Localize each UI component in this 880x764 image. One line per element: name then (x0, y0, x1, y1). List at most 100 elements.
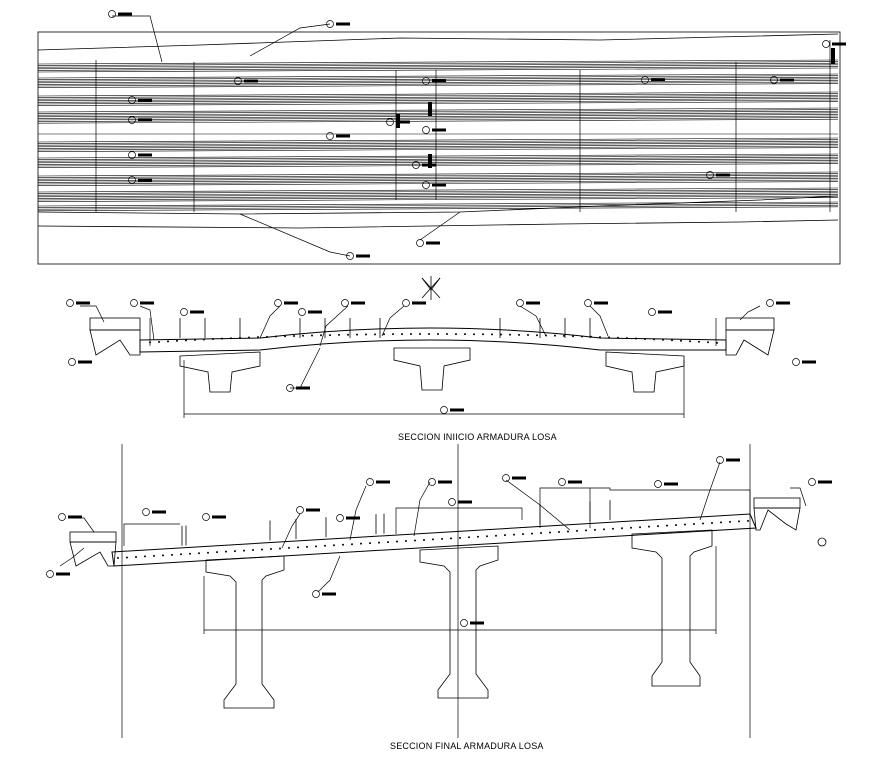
longitudinal-bar (37, 163, 839, 168)
rebar-dots-end (117, 519, 749, 559)
longitudinal-bar (37, 107, 839, 113)
barrier-right-end (753, 497, 801, 509)
rebar-dot (518, 333, 520, 336)
rebar-dot (167, 340, 169, 343)
callout-bubble (286, 384, 294, 392)
rebar-dot (396, 540, 398, 543)
callout-tag (802, 360, 816, 364)
slab-end (111, 513, 757, 567)
longitudinal-bar (37, 110, 839, 116)
longitudinal-bars (37, 59, 839, 212)
callout-tag (138, 178, 152, 182)
longitudinal-bar (37, 178, 839, 183)
longitudinal-bar (37, 112, 839, 118)
longitudinal-bar (37, 115, 839, 121)
longitudinal-bar (37, 67, 839, 73)
callout-tag (356, 254, 370, 258)
rebar-dot (450, 537, 452, 540)
rebar-dot (369, 542, 371, 545)
callout-bubble (402, 299, 410, 307)
rebar-dot (185, 339, 187, 342)
longitudinal-bar (37, 147, 839, 152)
callout-bubble (584, 299, 592, 307)
longitudinal-bar (37, 117, 839, 122)
rebar-dot (293, 334, 295, 337)
callout-tag (818, 480, 832, 484)
rebar-dot (428, 333, 430, 336)
rebar-dot (234, 550, 236, 553)
rebar-dot (486, 535, 488, 538)
rebar-dot (333, 544, 335, 547)
rebar-dot (675, 524, 677, 527)
callout-bubble (808, 478, 816, 486)
rebar-dot (585, 529, 587, 532)
longitudinal-bar (37, 98, 839, 103)
callout-bubble (130, 299, 138, 307)
longitudinal-bar (37, 96, 839, 102)
callout-tag (76, 301, 90, 305)
rebar-dot (491, 333, 493, 336)
rebar-dot (626, 337, 628, 340)
callout-tag (56, 572, 70, 576)
rebar-dot (716, 341, 718, 344)
rebar-dot (527, 334, 529, 337)
callout-tag (351, 301, 365, 305)
callout-tag (336, 22, 350, 26)
callout-tag (432, 79, 446, 83)
rebar-dot (189, 552, 191, 555)
callout-tag (68, 515, 82, 519)
callout-tag (832, 42, 846, 46)
rebar-dot (248, 336, 250, 339)
rebar-dot (306, 545, 308, 548)
callout-tag (432, 183, 446, 187)
callout-bubble (296, 506, 304, 514)
rebar-dot (158, 340, 160, 343)
callout-bubble (128, 116, 136, 124)
callout-tag (568, 480, 582, 484)
rebar-dot (257, 336, 259, 339)
longitudinal-bar (37, 137, 839, 143)
callout-bubble (460, 619, 468, 627)
rebar-dot (495, 534, 497, 537)
callout-bubble (346, 252, 354, 260)
longitudinal-bar (37, 160, 839, 165)
rebar-dot (383, 333, 385, 336)
callout-tag (438, 480, 452, 484)
rebar-dot (698, 340, 700, 343)
rebar-dot (666, 524, 668, 527)
rebar-dot (225, 550, 227, 553)
callout-bubble (180, 308, 188, 316)
rebar-dot (144, 555, 146, 558)
rebar-dot (360, 542, 362, 545)
callout-bubble (128, 96, 136, 104)
plan-bottom-edge (37, 195, 839, 215)
callout-bubble (502, 474, 510, 482)
rebar-dot (252, 549, 254, 552)
longitudinal-bar (37, 99, 839, 105)
callout-tag (450, 408, 464, 412)
callout-bubble (706, 171, 714, 179)
rebar-dot (347, 333, 349, 336)
callout-bubble (274, 299, 282, 307)
rebar-dot (387, 541, 389, 544)
callout-bubble (46, 570, 54, 578)
rebar-dot (374, 333, 376, 336)
rebar-dot (203, 338, 205, 341)
callout-bubble (298, 308, 306, 316)
callout-bubble (202, 513, 210, 521)
callout-bubble (648, 308, 656, 316)
rebar-dot (513, 533, 515, 536)
rebar-dot (603, 528, 605, 531)
longitudinal-bar (37, 189, 839, 194)
rebar-dot (707, 341, 709, 344)
rebar-dot (243, 549, 245, 552)
rebar-dot (540, 532, 542, 535)
callout-tag (512, 476, 526, 480)
longitudinal-bar (37, 190, 839, 196)
rebar-dot (176, 339, 178, 342)
rebar-dot (590, 335, 592, 338)
longitudinal-bar (37, 195, 839, 201)
callout-tag (658, 310, 672, 314)
longitudinal-bar (37, 83, 839, 88)
section-end-caption: SECCION FINAL ARMADURA LOSA (390, 741, 544, 751)
